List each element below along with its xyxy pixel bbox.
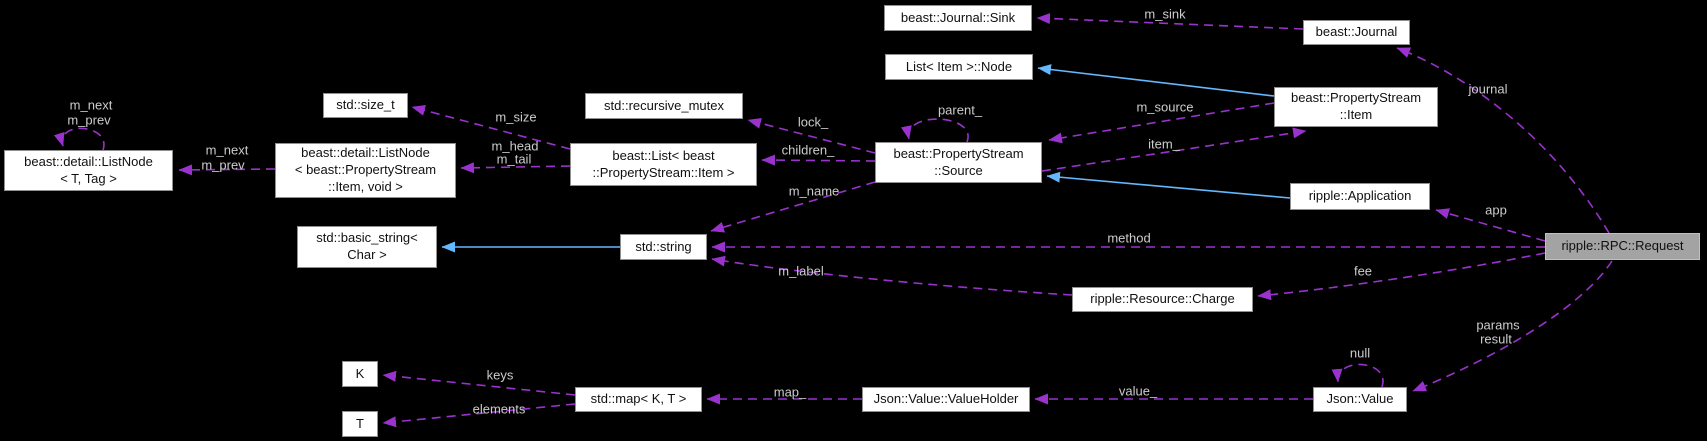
node-listnode-t-tag-label: beast::detail::ListNode bbox=[24, 153, 153, 169]
node-recursive-mutex[interactable]: std::recursive_mutex bbox=[585, 93, 743, 119]
edge-keys bbox=[382, 370, 576, 396]
node-t-label: T bbox=[356, 415, 364, 431]
node-k[interactable]: K bbox=[342, 361, 378, 387]
edge-m-label bbox=[711, 255, 1073, 296]
node-application[interactable]: ripple::Application bbox=[1290, 183, 1430, 210]
node-basic-string[interactable]: std::basic_string<Char > bbox=[297, 226, 437, 268]
node-property-item[interactable]: beast::PropertyStream::Item bbox=[1274, 87, 1438, 127]
node-property-item-label: beast::PropertyStream bbox=[1290, 90, 1422, 106]
node-property-source[interactable]: beast::PropertyStream::Source bbox=[875, 142, 1042, 183]
node-journal[interactable]: beast::Journal bbox=[1303, 20, 1410, 45]
node-list-item[interactable]: beast::List< beast::PropertyStream::Item… bbox=[570, 143, 757, 186]
node-json-value[interactable]: Json::Value bbox=[1313, 387, 1407, 412]
node-size-t-label: std::size_t bbox=[336, 97, 395, 113]
edge-m-name bbox=[710, 181, 876, 233]
node-journal-sink[interactable]: beast::Journal::Sink bbox=[884, 5, 1032, 31]
node-listnode-item-void-label: beast::detail::ListNode bbox=[301, 145, 430, 161]
node-property-source-label: beast::PropertyStream bbox=[893, 145, 1024, 161]
edge-item bbox=[1041, 127, 1307, 172]
node-json-value-label: Json::Value bbox=[1326, 391, 1394, 407]
node-property-source-label: ::Source bbox=[934, 162, 983, 178]
node-resource-charge[interactable]: ripple::Resource::Charge bbox=[1072, 287, 1253, 312]
node-listnode-t-tag-label: < T, Tag > bbox=[60, 170, 117, 186]
edge-m-next-prev bbox=[178, 164, 276, 176]
node-rpc-request-label: ripple::RPC::Request bbox=[1561, 238, 1684, 254]
node-list-item-label: ::PropertyStream::Item > bbox=[592, 164, 735, 180]
node-basic-string-label: std::basic_string< bbox=[316, 230, 418, 246]
edge-params-result bbox=[1412, 260, 1613, 392]
edge-inherit-item-node bbox=[1037, 64, 1275, 97]
node-journal-sink-label: beast::Journal::Sink bbox=[900, 9, 1016, 25]
node-value-holder-label: Json::Value::ValueHolder bbox=[873, 391, 1019, 407]
node-t[interactable]: T bbox=[342, 411, 378, 437]
node-resource-charge-label: ripple::Resource::Charge bbox=[1090, 291, 1235, 307]
node-map-label: std::map< K, T > bbox=[590, 391, 687, 407]
node-rpc-request[interactable]: ripple::RPC::Request bbox=[1545, 233, 1700, 260]
node-listnode-item-void[interactable]: beast::detail::ListNode< beast::Property… bbox=[275, 143, 456, 198]
edge-elements bbox=[382, 403, 576, 428]
edge-lock bbox=[747, 117, 876, 154]
edge-journal bbox=[1396, 47, 1610, 234]
edge-fee bbox=[1257, 252, 1546, 301]
node-application-label: ripple::Application bbox=[1308, 188, 1412, 204]
edge-m-sink bbox=[1036, 13, 1304, 30]
edge-inherit-application-source bbox=[1046, 171, 1291, 199]
node-size-t[interactable]: std::size_t bbox=[323, 93, 408, 118]
edge-self-source bbox=[901, 118, 969, 143]
edge-self-json-value bbox=[1331, 363, 1384, 388]
node-list-item-label: beast::List< beast bbox=[612, 147, 715, 163]
node-value-holder[interactable]: Json::Value::ValueHolder bbox=[862, 387, 1030, 412]
node-listnode-item-void-label: ::Item, void > bbox=[328, 178, 403, 194]
node-string[interactable]: std::string bbox=[620, 234, 707, 260]
node-k-label: K bbox=[355, 365, 365, 381]
edge-children bbox=[761, 154, 876, 166]
node-journal-label: beast::Journal bbox=[1315, 24, 1398, 40]
node-list-node-label: List< Item >::Node bbox=[905, 58, 1013, 74]
node-list-node[interactable]: List< Item >::Node bbox=[885, 54, 1033, 80]
node-map[interactable]: std::map< K, T > bbox=[575, 387, 702, 412]
edge-m-head-tail bbox=[460, 162, 571, 174]
edge-self-listnode bbox=[53, 127, 105, 151]
node-basic-string-label: Char > bbox=[347, 247, 387, 262]
edge-app bbox=[1435, 208, 1546, 242]
node-listnode-t-tag[interactable]: beast::detail::ListNode< T, Tag > bbox=[4, 150, 173, 191]
node-recursive-mutex-label: std::recursive_mutex bbox=[604, 97, 724, 113]
edge-m-source bbox=[1048, 102, 1275, 144]
edge-m-size bbox=[411, 105, 571, 150]
node-string-label: std::string bbox=[635, 238, 692, 254]
node-property-item-label: ::Item bbox=[1339, 107, 1373, 122]
node-listnode-item-void-label: < beast::PropertyStream bbox=[294, 162, 437, 178]
